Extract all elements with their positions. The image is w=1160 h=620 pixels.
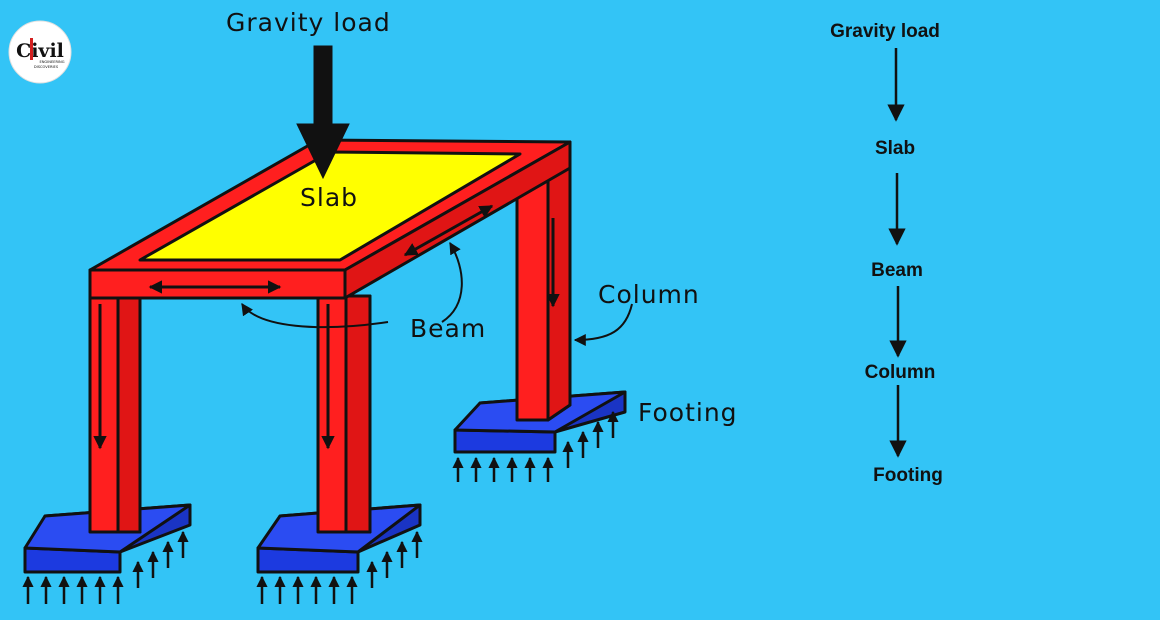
flow-step-slab: Slab [875, 138, 915, 159]
beam-label: Beam [410, 314, 486, 343]
flow-step-gravity-load: Gravity load [830, 21, 940, 42]
leader-lines [241, 241, 633, 346]
footing-label: Footing [638, 398, 738, 427]
beam-front-face [88, 268, 347, 300]
logo-line2: DISCOVERIES [34, 65, 59, 69]
slab-label: Slab [300, 183, 358, 212]
columns [88, 148, 572, 534]
logo-word: Civil [16, 40, 64, 62]
logo-line1: ENGINEERING [39, 60, 64, 64]
gravity-load-label: Gravity load [226, 8, 391, 37]
footing-reaction-arrows [22, 410, 619, 604]
slab [138, 150, 522, 262]
flow-step-column: Column [865, 362, 936, 383]
brand-logo: Civil ENGINEERING DISCOVERIES [8, 20, 72, 84]
column-front-middle [316, 294, 372, 534]
column-front-left [88, 294, 142, 534]
gravity-load-arrow [296, 45, 350, 180]
column-label: Column [598, 280, 700, 309]
load-path-flow: Gravity load Slab Beam Column Footing [830, 21, 943, 486]
flow-step-footing: Footing [873, 465, 943, 486]
flow-step-beam: Beam [871, 260, 923, 281]
